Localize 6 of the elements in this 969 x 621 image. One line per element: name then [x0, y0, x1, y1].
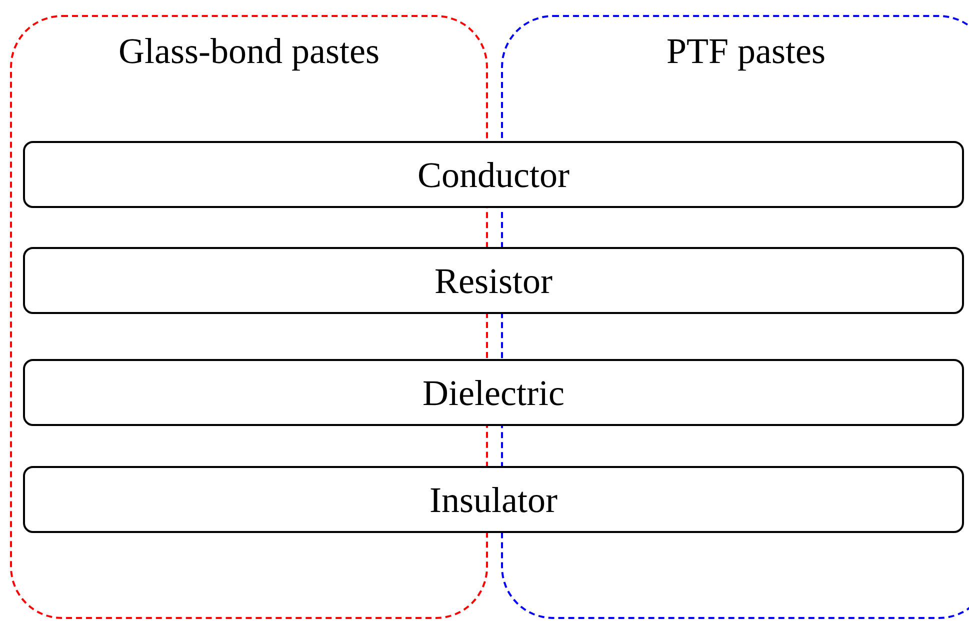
- category-box: Conductor: [23, 141, 964, 208]
- group-title: Glass-bond pastes: [118, 31, 380, 73]
- category-box: Resistor: [23, 247, 964, 314]
- group-title: PTF pastes: [666, 31, 826, 73]
- category-box: Dielectric: [23, 359, 964, 426]
- category-box: Insulator: [23, 466, 964, 533]
